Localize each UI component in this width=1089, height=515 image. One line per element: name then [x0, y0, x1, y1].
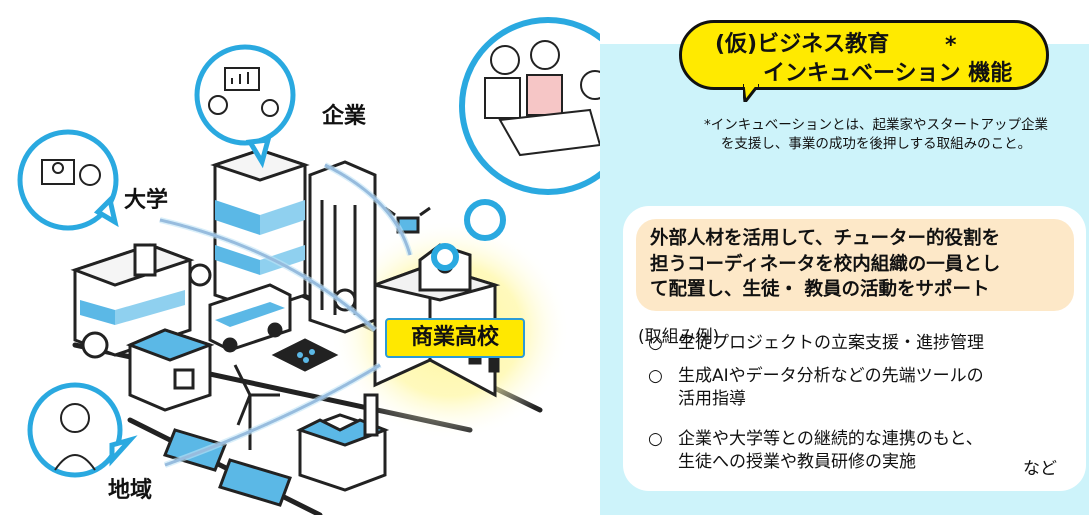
label-region: 地域 — [108, 478, 153, 503]
label-company: 企業 — [322, 104, 367, 129]
university-bubble — [17, 129, 119, 231]
city-illustration — [17, 17, 600, 515]
incubation-note: *インキュベーションとは、起業家やスタートアップ企業 を支援し、事業の成功を後押… — [666, 116, 1086, 154]
example-text: 生徒プロジェクトの立案支援・進捗管理 — [678, 333, 984, 353]
pill-tail — [743, 84, 759, 102]
title-asterisk: * — [945, 33, 957, 58]
example-item-2: ○ 生成AIやデータ分析などの先端ツールの 活用指導 — [648, 365, 984, 411]
title-line1: (仮)ビジネス教育 — [715, 32, 890, 57]
examples-suffix: など — [1023, 459, 1057, 479]
highlight-box — [636, 219, 1074, 311]
highlight-line: て配置し、生徒・ 教員の活動をサポート — [650, 279, 990, 300]
region-bubble — [27, 382, 138, 478]
example-text-cont: 生徒への授業や教員研修の実施 — [678, 452, 916, 472]
examples-title: (取組み例) — [638, 327, 720, 347]
label-school: 商業高校 — [385, 318, 525, 358]
university-building — [70, 243, 195, 357]
note-line2: を支援し、事業の成功を後押しする取組みのこと。 — [720, 136, 1032, 152]
title-line2: インキュベーション 機能 — [763, 61, 1013, 86]
highlight-text: 外部人材を活用して、チューター的役割を 担うコーディネータを校内組織の一員とし … — [650, 226, 1000, 303]
bullet-circle-icon: ○ — [648, 429, 663, 449]
example-item-1: ○ 生徒プロジェクトの立案支援・進捗管理 — [648, 332, 984, 355]
company-bubble — [194, 44, 296, 169]
bullet-circle-icon: ○ — [648, 333, 663, 353]
example-text: 生成AIやデータ分析などの先端ツールの — [678, 366, 984, 386]
bullet-circle-icon: ○ — [648, 366, 663, 386]
note-line1: *インキュベーションとは、起業家やスタートアップ企業 — [704, 117, 1048, 133]
example-item-3: ○ 企業や大学等との継続的な連携のもと、 生徒への授業や教員研修の実施 — [648, 428, 983, 474]
example-text: 企業や大学等との継続的な連携のもと、 — [678, 429, 983, 449]
label-university: 大学 — [124, 188, 169, 213]
highlight-line: 担うコーディネータを校内組織の一員とし — [650, 253, 1001, 275]
title-pill — [679, 20, 1049, 90]
highlight-line: 外部人材を活用して、チューター的役割を — [650, 228, 1001, 249]
example-text-cont: 活用指導 — [678, 389, 746, 409]
